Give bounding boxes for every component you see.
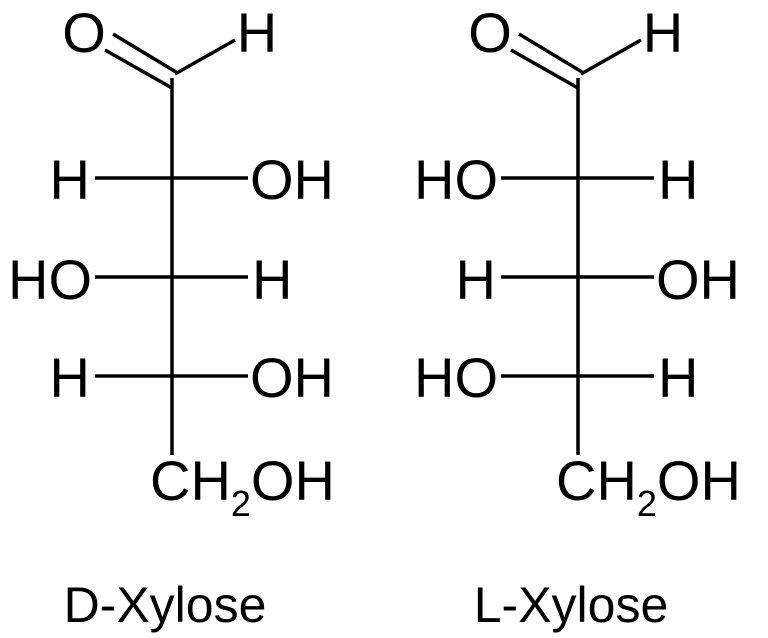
aldehyde-oxygen: O	[468, 1, 512, 64]
terminal-subscript: 2	[637, 483, 657, 524]
molecule-name: L-Xylose	[474, 577, 669, 633]
row-3-left: HO	[414, 346, 498, 409]
terminal-oh: OH	[251, 449, 335, 512]
row-1-left: HO	[414, 148, 498, 211]
l-xylose-structure: O H HO H H OH HO H CH2OH L-Xylose	[414, 1, 741, 633]
aldehyde-h-bond	[580, 38, 642, 76]
aldehyde-hydrogen: H	[643, 1, 683, 64]
row-2-left: HO	[8, 248, 92, 311]
terminal-ch: CH	[556, 449, 637, 512]
row-2-right: OH	[656, 248, 740, 311]
d-xylose-structure: O H H OH HO H H OH CH2OH D-Xylose	[8, 1, 335, 633]
carbonyl-bond-1	[518, 32, 583, 74]
terminal-ch2oh: CH2OH	[556, 449, 741, 524]
row-3-right: OH	[250, 346, 334, 409]
row-3-right: H	[658, 346, 698, 409]
row-2-left: H	[456, 248, 496, 311]
carbonyl-bond-2	[510, 48, 579, 90]
molecule-name: D-Xylose	[64, 577, 267, 633]
row-1-right: OH	[250, 148, 334, 211]
aldehyde-oxygen: O	[62, 1, 106, 64]
row-2-right: H	[252, 248, 292, 311]
terminal-oh: OH	[657, 449, 741, 512]
aldehyde-hydrogen: H	[237, 1, 277, 64]
carbonyl-bond-2	[104, 48, 173, 90]
terminal-ch2oh: CH2OH	[150, 449, 335, 524]
terminal-ch: CH	[150, 449, 231, 512]
row-1-left: H	[50, 148, 90, 211]
terminal-subscript: 2	[231, 483, 251, 524]
aldehyde-h-bond	[174, 38, 236, 76]
row-1-right: H	[658, 148, 698, 211]
row-3-left: H	[50, 346, 90, 409]
carbonyl-bond-1	[112, 32, 177, 74]
